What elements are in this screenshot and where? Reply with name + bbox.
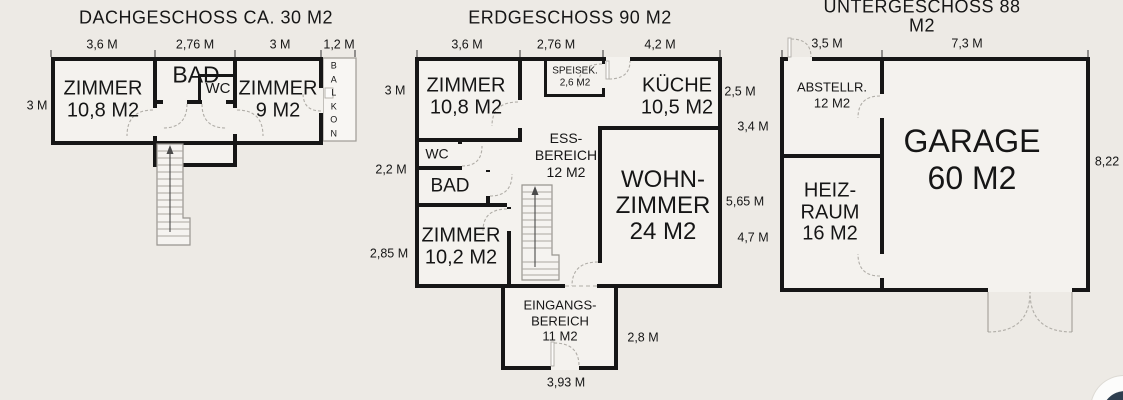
room-label-bad: BAD xyxy=(172,61,220,88)
dim-label: 8,22 xyxy=(1094,154,1120,169)
dim-label: 3,5 M xyxy=(811,36,843,51)
floor-title-dachgeschoss: DACHGESCHOSS CA. 30 M2 xyxy=(78,7,334,28)
dim-label: 4,7 M xyxy=(737,230,769,245)
dimension-ticks xyxy=(416,50,721,57)
door-leaf xyxy=(550,341,555,367)
room-label-essbereich: ESS- BEREICH 12 M2 xyxy=(534,129,598,180)
dim-label: 2,85 M xyxy=(369,246,409,261)
room-label-balkon: B A L K O N xyxy=(330,60,338,139)
walls xyxy=(51,57,323,167)
dim-label: 2,5 M xyxy=(724,84,756,99)
room-fill xyxy=(780,57,1090,292)
door-arc xyxy=(201,103,227,129)
door-leaf xyxy=(787,37,792,58)
room-label-heizraum: HEIZ- RAUM 16 M2 xyxy=(800,179,860,245)
door-arc xyxy=(126,109,154,137)
dim-label: 3,4 M xyxy=(737,119,769,134)
room-label-bad: BAD xyxy=(430,175,470,197)
dim-label: 5,65 M xyxy=(725,194,765,209)
dim-label: 2,76 M xyxy=(175,37,215,52)
dim-label: 3,93 M xyxy=(546,375,586,390)
room-label-garage: GARAGE 60 M2 xyxy=(903,123,1041,196)
door-arc xyxy=(571,261,599,287)
untergeschoss-linework xyxy=(780,37,1090,333)
dim-label: 3 M xyxy=(26,98,48,113)
balcony-outline xyxy=(322,57,357,142)
door-arc xyxy=(857,253,881,277)
door-arc xyxy=(489,173,513,197)
door-leaf xyxy=(324,87,334,99)
room-fill xyxy=(415,57,722,370)
dim-label: 3,6 M xyxy=(86,37,118,52)
garage-door-leaves xyxy=(987,292,1073,332)
room-label-speisekammer: SPEISEK. 2,6 M2 xyxy=(552,65,598,89)
room-label-zimmer: ZIMMER 10,8 M2 xyxy=(426,74,506,118)
room-label-zimmer: ZIMMER 10,8 M2 xyxy=(63,77,143,121)
room-label-eingangsbereich: EINGANGS- BEREICH 11 M2 xyxy=(523,297,597,344)
door-arc xyxy=(461,145,483,167)
door-arc xyxy=(857,95,881,119)
watermark-logo-mark xyxy=(1102,391,1123,400)
room-label-zimmer: ZIMMER 10,2 M2 xyxy=(421,224,501,268)
door-arc xyxy=(553,342,580,367)
dachgeschoss-linework xyxy=(50,50,357,246)
room-label-abstellraum: ABSTELLR. 12 M2 xyxy=(796,79,868,110)
dim-label: 3,6 M xyxy=(451,37,483,52)
room-label-zimmer: ZIMMER 9 M2 xyxy=(238,77,318,121)
dim-label: 2,8 M xyxy=(627,330,659,345)
room-label-wohnzimmer: WOHN- ZIMMER 24 M2 xyxy=(615,166,711,245)
door-arc xyxy=(302,92,322,112)
dim-label: 3 M xyxy=(269,37,291,52)
garage-door-arc xyxy=(987,291,1031,333)
dim-label: 2,76 M xyxy=(536,37,576,52)
door-arc xyxy=(236,109,264,137)
room-label-wc: WC xyxy=(205,79,231,97)
door-arc xyxy=(491,101,519,127)
dimension-ticks xyxy=(50,50,356,57)
room-label-kueche: KÜCHE 10,5 M2 xyxy=(640,74,714,118)
staircase xyxy=(521,184,560,281)
garage-door-arc xyxy=(1029,291,1073,333)
room-label-wc: WC xyxy=(425,145,449,162)
floor-title-erdgeschoss: ERDGESCHOSS 90 M2 xyxy=(468,7,672,28)
dim-label: 1,2 M xyxy=(323,37,355,52)
dimension-ticks xyxy=(781,50,1089,57)
door-leaf xyxy=(605,60,610,80)
door-arc xyxy=(790,38,812,58)
dim-label: 4,2 M xyxy=(644,37,676,52)
dim-label: 7,3 M xyxy=(951,36,983,51)
erdgeschoss-linework xyxy=(415,50,722,370)
dim-label: 2,2 M xyxy=(375,162,407,177)
door-arc xyxy=(608,60,631,80)
dim-label: 3 M xyxy=(384,83,406,98)
room-fill xyxy=(51,57,323,167)
door-arc xyxy=(162,103,188,129)
door-arc xyxy=(577,63,603,89)
staircase xyxy=(156,143,191,246)
floor-title-untergeschoss: UNTERGESCHOSS 88 M2 xyxy=(823,0,1021,36)
